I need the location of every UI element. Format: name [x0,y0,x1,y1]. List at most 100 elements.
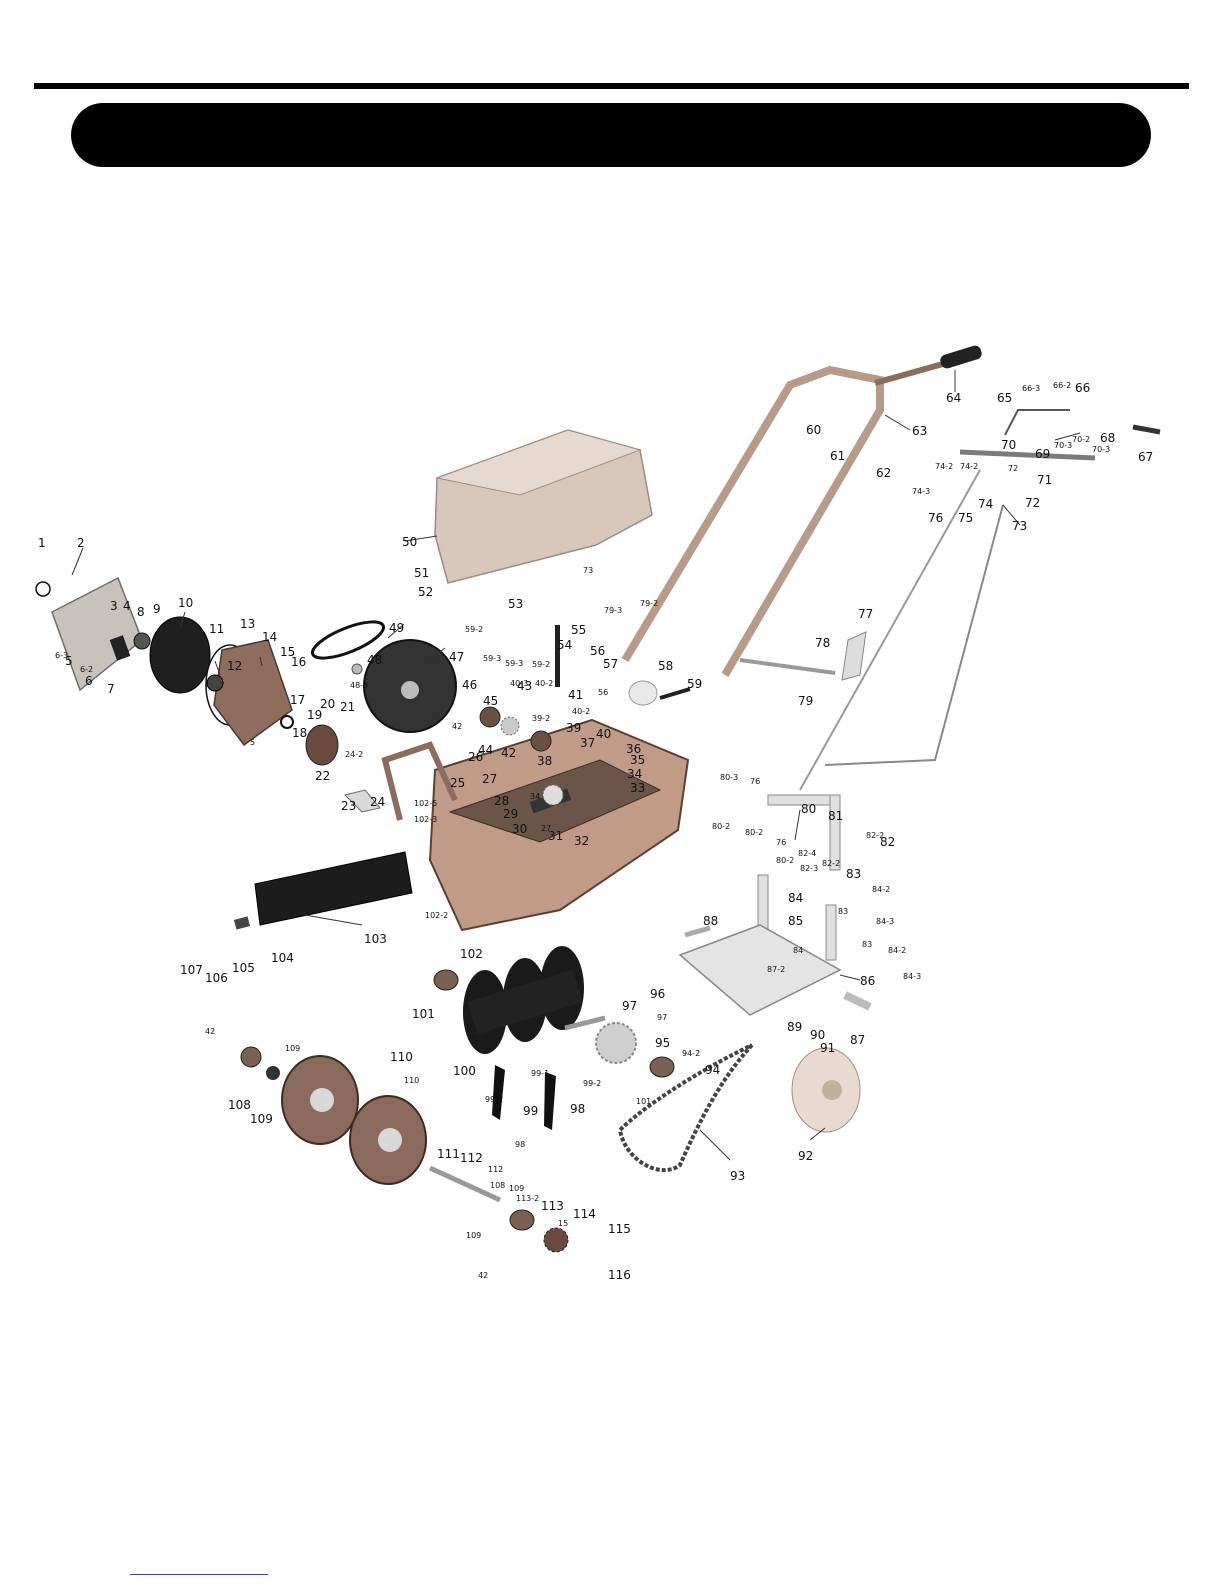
part-49-belt [310,620,386,660]
part-92-hub [822,1080,842,1100]
sub-callout-113-2: 113-2 [516,1194,539,1203]
callout-51: 51 [414,566,429,580]
callout-58: 58 [658,659,673,673]
sub-callout-59-3b: 59-3 [505,659,523,668]
callout-38: 38 [537,754,552,768]
sub-callout-70-3a: 70-3 [1054,441,1072,450]
callout-94: 94 [705,1063,720,1077]
callout-3: 3 [110,599,118,613]
sub-callout-40-2b: 40-2 [572,707,590,716]
callout-34: 34 [627,767,642,781]
callout-97: 97 [622,999,637,1013]
sub-callout-84-3b: 84-3 [903,972,921,981]
callout-36: 36 [626,742,641,756]
callout-7: 7 [107,682,115,696]
callout-56: 56 [590,644,605,658]
callout-10: 10 [178,596,193,610]
sub-callout-109b: 109 [509,1184,524,1193]
sub-callout-84-2a: 84-2 [872,885,890,894]
part-79-bar [739,658,836,675]
callout-75: 75 [958,511,973,525]
sub-callout-48-3: 48-3 [350,681,368,690]
sub-callout-109c: 109 [466,1231,481,1240]
callout-100: 100 [453,1064,476,1078]
callout-92: 92 [798,1149,813,1163]
callout-42: 42 [501,746,516,760]
part-98-blade-b [544,1072,556,1130]
callout-112: 112 [460,1151,483,1165]
part-29-sprocket [542,784,564,806]
sub-callout-42: 42 [452,722,462,731]
part-100-tine-drum [463,946,584,1054]
callout-26: 26 [468,750,483,764]
callout-5: 5 [65,654,73,668]
callout-24: 24 [370,795,385,809]
part-96-sprocket [595,1022,637,1064]
callout-98: 98 [570,1102,585,1116]
sub-callout-99-2b: 99-2 [583,1079,601,1088]
part-87-pin [843,991,872,1011]
sub-callout-99-1: 99-1 [531,1069,549,1078]
callout-46: 46 [462,678,477,692]
callout-60: 60 [806,423,821,437]
footer-link-underline[interactable] [130,1574,268,1575]
callout-8: 8 [137,605,145,619]
callout-23: 23 [341,799,356,813]
part-73-cable-b [799,469,981,791]
callout-39: 39 [566,721,581,735]
part-12-bearing [206,674,224,692]
callout-1: 1 [38,536,46,550]
callout-2: 2 [77,536,85,550]
part-2-cover [51,576,143,692]
part-63-handle [621,365,884,678]
part-64-grip-bar [874,359,951,386]
callout-12: 12 [227,659,242,673]
callout-37: 37 [580,736,595,750]
callout-31: 31 [548,829,563,843]
sub-callout-82-2b: 82-2 [866,831,884,840]
callout-9: 9 [153,602,161,616]
sub-callout-39-2: 39-2 [532,714,550,723]
sub-callout-6-2: 6-2 [80,665,93,674]
sub-callout-112: 112 [488,1165,503,1174]
sub-callout-102-5: 102-5 [414,799,437,808]
part-58-cap [628,680,658,706]
callout-66: 66 [1075,381,1090,395]
callout-65: 65 [997,391,1012,405]
part-38-bearing [530,730,552,752]
part-114-sprocket [543,1227,569,1253]
callout-99: 99 [523,1104,538,1118]
sub-callout-40-2a: 40-2 [535,679,553,688]
sub-callout-87-2: 87-2 [767,965,785,974]
sub-callout-80-2c: 80-2 [776,856,794,865]
part-23-bracket [344,789,381,813]
sub-callout-5: 5 [250,738,255,747]
callout-88: 88 [703,914,718,928]
sub-callout-66-2: 66-2 [1053,381,1071,390]
callout-105: 105 [232,961,255,975]
sub-callout-34: 34 [530,792,540,801]
callout-27: 27 [482,772,497,786]
part-81-leg [829,794,841,871]
callout-104: 104 [271,951,294,965]
sub-callout-109a: 109 [285,1044,300,1053]
callout-81: 81 [828,809,843,823]
part-85-plate-b [825,904,837,961]
callout-73: 73 [1012,519,1027,533]
callout-113: 113 [541,1199,564,1213]
part-59-bolt [659,687,691,700]
callout-67: 67 [1138,450,1153,464]
callout-78: 78 [815,636,830,650]
part-14-housing [213,639,293,747]
callout-20: 20 [320,697,335,711]
sub-callout-84-2b: 84-2 [888,946,906,955]
sub-callout-102-3: 102-3 [414,815,437,824]
callout-107: 107 [180,963,203,977]
callout-96: 96 [650,987,665,1001]
callout-74: 74 [978,497,993,511]
callout-68: 68 [1100,431,1115,445]
part-25-tube [381,741,458,821]
callout-28: 28 [494,794,509,808]
part-44-sprocket [500,716,520,736]
